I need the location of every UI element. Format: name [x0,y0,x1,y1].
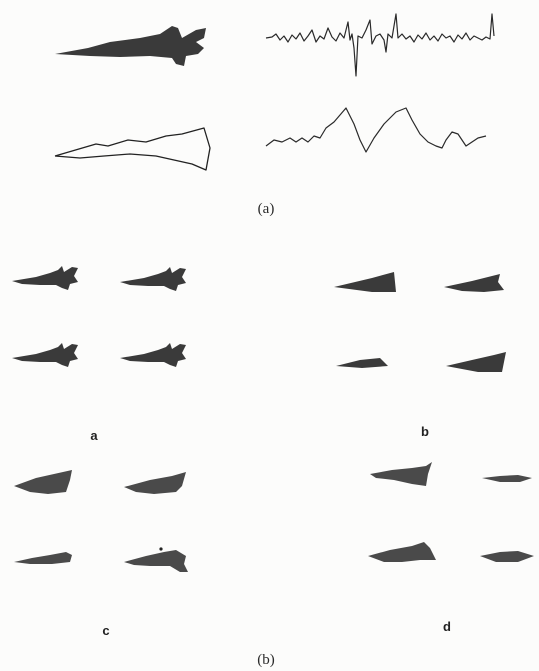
panel-b: b [334,272,506,439]
panel-a-jet-2 [120,267,186,291]
jet-outline [54,127,211,171]
panel-c-shape-2 [124,472,186,494]
signal-signature [265,107,487,153]
part-a: (a) [54,13,495,217]
panel-b-shape-4 [446,352,506,372]
panel-a: a [12,266,186,443]
panel-c-dot [159,547,163,551]
panel-c-shape-4 [124,550,188,572]
panel-d-shape-4 [480,551,534,562]
panel-b-shape-1 [334,272,396,292]
panel-c-shape-1 [14,470,72,494]
part-a-caption: (a) [258,201,275,217]
panel-a-label: a [90,428,98,443]
panel-a-jet-1 [12,266,78,290]
panel-d-label: d [443,619,451,634]
panel-d-shape-2 [482,475,532,482]
panel-d-shape-3 [368,542,436,562]
signal-noisy [265,13,495,77]
part-b-caption: (b) [257,652,275,668]
panel-c-shape-3 [14,552,72,564]
panel-d-shape-1 [370,462,432,486]
jet-silhouette-filled [55,26,206,66]
panel-d: d [368,462,534,634]
panel-b-label: b [421,424,429,439]
panel-c-label: c [102,623,109,638]
panel-c: c [14,470,188,638]
panel-a-jet-4 [120,343,186,367]
part-b: a b c d (b) [12,266,534,668]
panel-b-shape-3 [336,358,388,368]
panel-b-shape-2 [444,274,504,292]
panel-a-jet-3 [12,343,78,367]
